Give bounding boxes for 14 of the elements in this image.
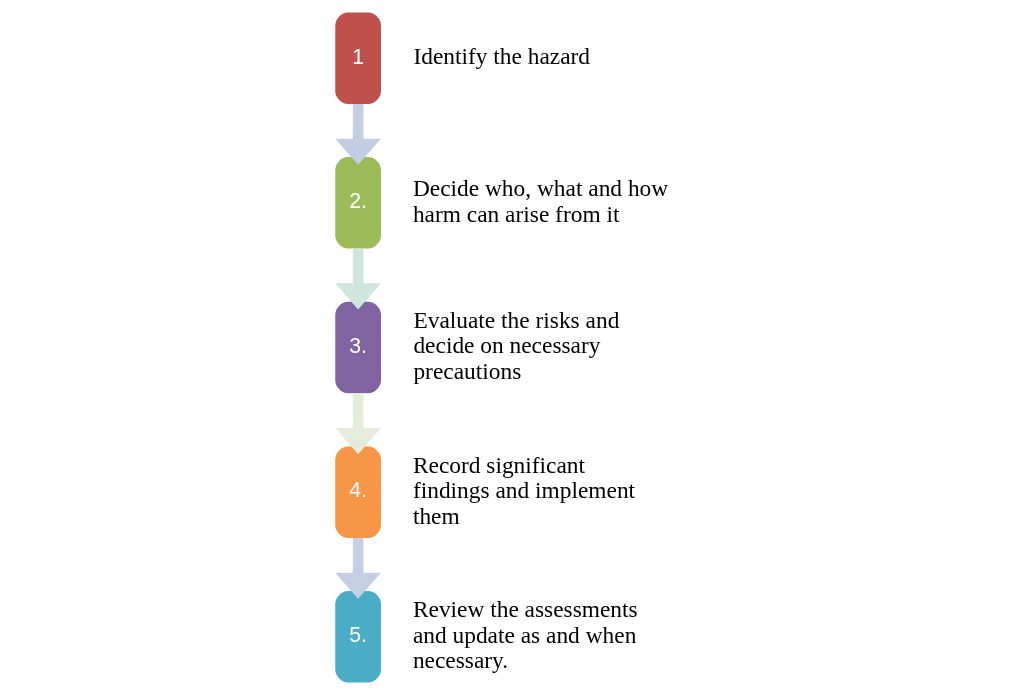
node-box: 1	[334, 12, 381, 104]
arrow	[334, 248, 381, 310]
node-box: 4.	[334, 446, 381, 538]
node-label: Decide who, what and how harm can arise from it	[412, 175, 668, 227]
arrow	[334, 103, 381, 165]
node-label: Evaluate the risks and decide on necessary precautions	[412, 306, 619, 384]
node-box: 2.	[334, 157, 381, 249]
node-box: 3.	[334, 301, 381, 394]
node-label: Record significant findings and implement them	[412, 451, 635, 529]
arrow	[334, 537, 381, 599]
node-label: Identify the hazard	[412, 43, 590, 70]
node-label: Review the assessments and update as and when necessary.	[412, 596, 638, 674]
arrow	[334, 393, 381, 455]
node-box: 5.	[334, 591, 381, 683]
